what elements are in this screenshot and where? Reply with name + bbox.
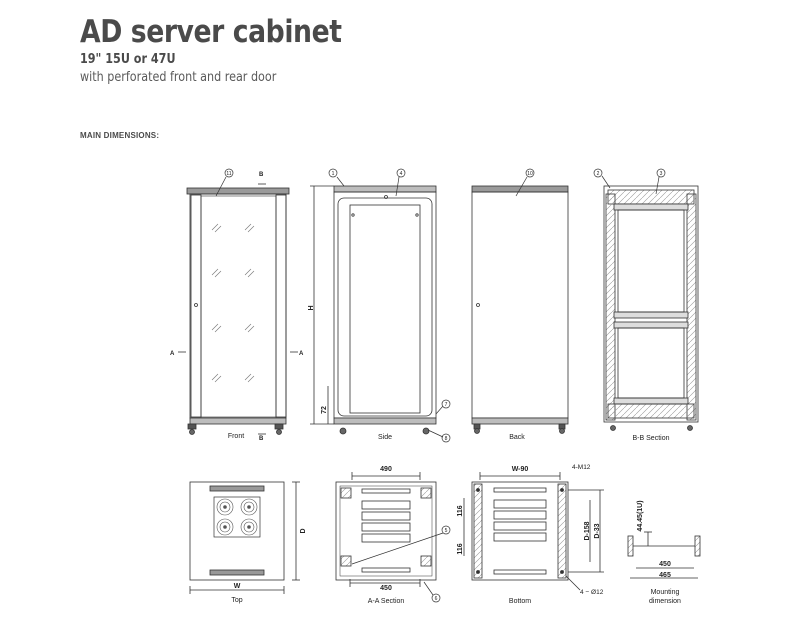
- callout-11: 11: [226, 171, 231, 177]
- page-title: AD server cabinet: [80, 14, 342, 50]
- section-mark-a-right: A: [299, 351, 304, 357]
- bb-section-view: [603, 185, 699, 431]
- bottom-view: [471, 472, 604, 591]
- side-view: [310, 185, 437, 435]
- caption-side: Side: [378, 434, 392, 441]
- dim-d-33: D-33: [594, 523, 601, 538]
- callout-10: 10: [527, 171, 533, 177]
- caption-bb-section: B-B Section: [633, 435, 670, 442]
- callout-4: 4: [400, 171, 403, 177]
- page-subtitle: 19" 15U or 47U: [80, 52, 176, 67]
- dim-116-upper: 116: [457, 505, 464, 516]
- callout-5: 5: [445, 528, 448, 534]
- caption-bottom: Bottom: [509, 598, 531, 605]
- dim-1u: 44.45(1U): [637, 500, 644, 531]
- dim-hole: 4 − Ø12: [580, 589, 604, 596]
- dim-116-lower: 116: [457, 543, 464, 554]
- mounting-detail: [627, 531, 701, 579]
- callout-6: 6: [435, 596, 438, 602]
- dim-h: H: [308, 305, 315, 310]
- aa-section-view: [335, 472, 465, 587]
- callouts: [215, 168, 666, 603]
- section-mark-b-top: B: [259, 172, 264, 178]
- dim-450-mount: 450: [659, 561, 671, 568]
- dim-w-90: W-90: [512, 466, 529, 473]
- callout-7: 7: [445, 402, 448, 408]
- top-view: [189, 481, 300, 594]
- dim-d-158: D-158: [584, 521, 591, 540]
- section-mark-a-left: A: [170, 351, 175, 357]
- callout-1: 1: [332, 171, 335, 177]
- caption-aa-section: A-A Section: [368, 598, 405, 605]
- callout-3: 3: [660, 171, 663, 177]
- section-mark-b-bottom: B: [259, 436, 264, 442]
- dim-w: W: [234, 583, 241, 590]
- back-view: [471, 185, 569, 434]
- dim-490: 490: [380, 466, 392, 473]
- dim-4-m12: 4-M12: [572, 464, 591, 471]
- callout-numbers: 11 1 4 10 2 3 7 8 5 6: [226, 171, 662, 602]
- callout-2: 2: [597, 171, 600, 177]
- section-heading: MAIN DIMENSIONS:: [80, 131, 160, 140]
- caption-front: Front: [228, 433, 244, 440]
- caption-back: Back: [509, 434, 525, 441]
- caption-mounting-1: Mounting: [651, 589, 680, 596]
- callout-8: 8: [445, 436, 448, 442]
- dim-72: 72: [321, 406, 328, 414]
- caption-mounting-2: dimension: [649, 598, 681, 605]
- dim-450-aa: 450: [380, 585, 392, 592]
- front-view: [178, 183, 298, 435]
- page-tagline: with perforated front and rear door: [80, 70, 277, 85]
- dim-465: 465: [659, 572, 671, 579]
- dim-d: D: [300, 528, 307, 533]
- caption-top: Top: [231, 597, 242, 604]
